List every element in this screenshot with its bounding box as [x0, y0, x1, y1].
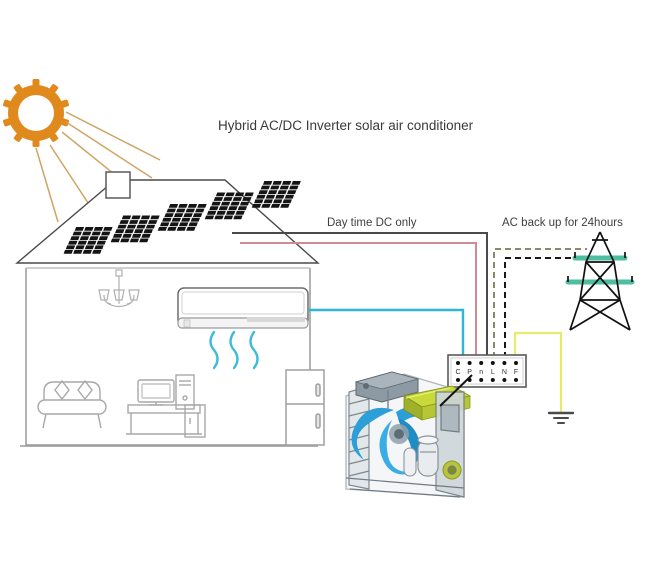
compressor: [417, 435, 439, 477]
solar-panel: [110, 215, 160, 243]
terminal-dot[interactable]: [514, 378, 518, 382]
antenna-line: [439, 374, 473, 407]
terminal-dot[interactable]: [479, 378, 484, 382]
ground-wire: [513, 331, 563, 412]
sun-rays: [35, 111, 161, 223]
terminal-label: C: [455, 369, 460, 376]
solar-panel: [63, 227, 113, 254]
desk-icon: [126, 404, 202, 435]
terminal-label: F: [514, 369, 518, 376]
sofa-icon: [37, 379, 107, 429]
terminal-dot[interactable]: [479, 361, 484, 365]
dc-path-label: Day time DC only: [327, 217, 417, 229]
terminal-dot[interactable]: [502, 378, 507, 382]
page-title: Hybrid AC/DC Inverter solar air conditio…: [218, 118, 474, 133]
control-box: [354, 371, 420, 412]
terminal-label: P: [467, 369, 472, 376]
terminal-label: n: [479, 369, 483, 376]
solar-panel-array: [63, 181, 301, 254]
airflow-waves: [209, 330, 259, 370]
indoor-split-ac-unit: [177, 287, 309, 329]
indoor-communication-wire: [308, 308, 465, 358]
outdoor-condenser-unit: [345, 371, 473, 498]
terminal-dot[interactable]: [490, 361, 495, 365]
terminal-dot[interactable]: [456, 378, 460, 382]
ac-path-label: AC back up for 24hours: [502, 217, 623, 229]
solar-panel: [204, 192, 254, 220]
dc-negative-wire: [240, 242, 477, 358]
receiver-tank: [403, 447, 417, 477]
sun-icon: [2, 79, 161, 223]
roof-junction-box: [105, 171, 131, 199]
refrigerator-icon: [285, 369, 325, 446]
ac-neutral-wire: [504, 257, 589, 358]
terminal-dot[interactable]: [502, 361, 507, 365]
monitor-icon: [137, 379, 175, 406]
terminal-label: L: [491, 369, 495, 376]
dc-positive-wire: [232, 232, 488, 358]
terminal-dot[interactable]: [456, 361, 460, 365]
side-panel: [435, 391, 465, 498]
solar-panel: [157, 204, 207, 231]
cabinet-icon: [184, 404, 206, 438]
terminal-dot[interactable]: [490, 378, 495, 382]
ac-live-wire: [493, 248, 587, 358]
pc-tower-icon: [175, 374, 195, 410]
terminal-label: N: [502, 369, 507, 376]
terminal-dot[interactable]: [514, 361, 518, 365]
chandelier-icon: [98, 269, 140, 308]
terminal-dot[interactable]: [467, 361, 472, 365]
electric-transmission-tower: [565, 231, 635, 331]
solar-panel: [251, 181, 301, 208]
earth-ground-symbol: [547, 411, 575, 424]
